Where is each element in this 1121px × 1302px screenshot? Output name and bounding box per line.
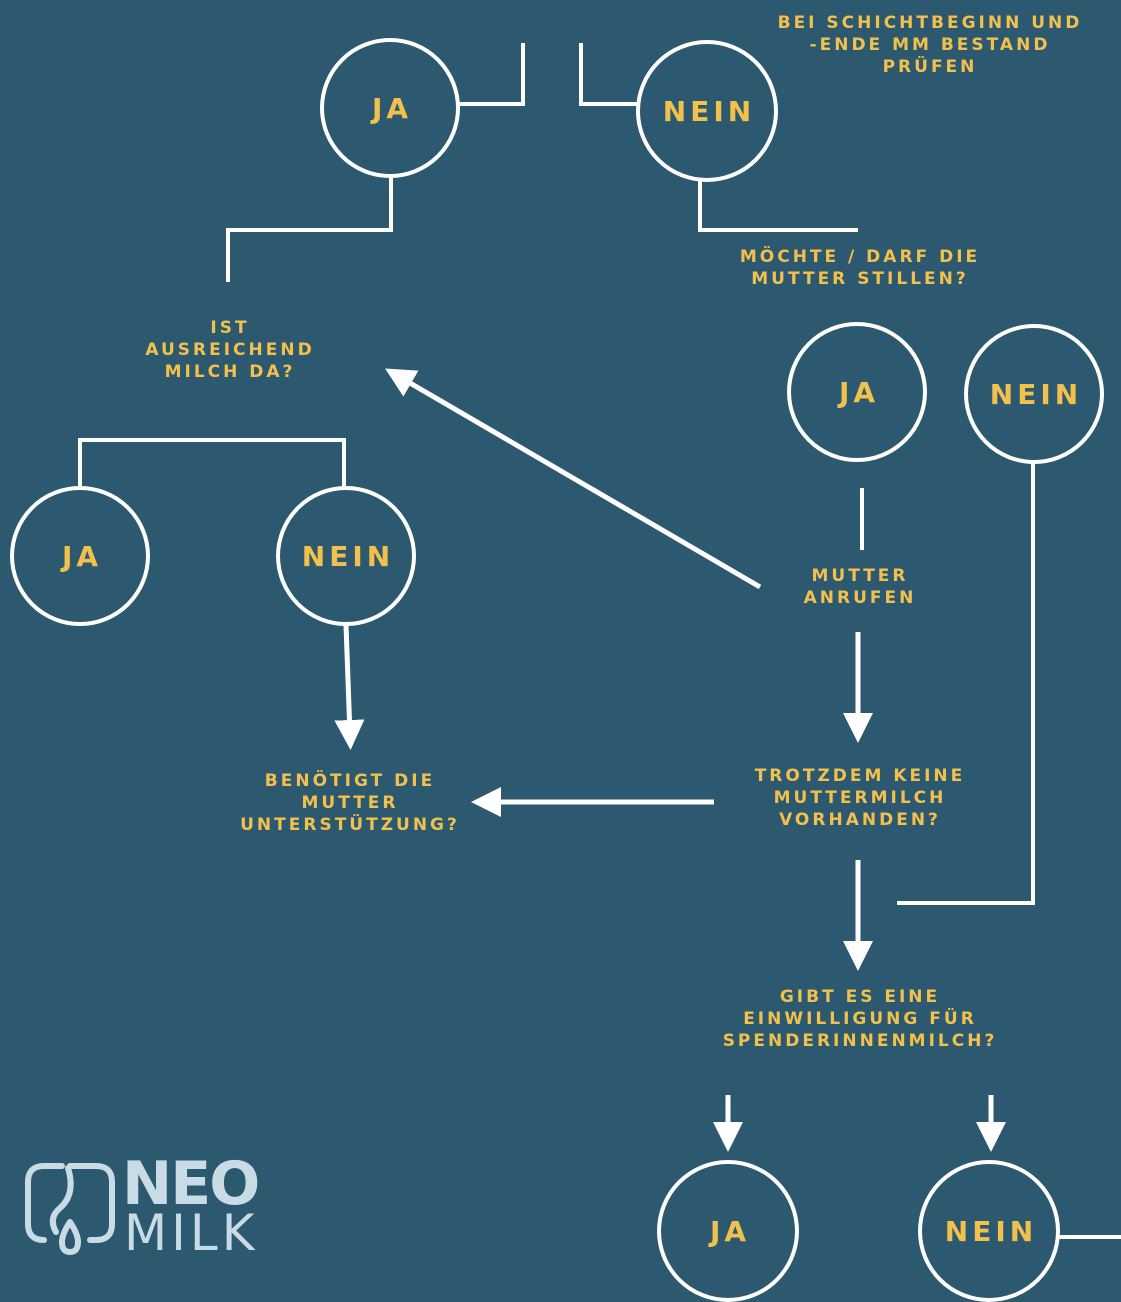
node-top-yes-label: JA [371,91,413,125]
node-milk-yes-label: JA [61,539,103,573]
node-milk-yes: JA [10,486,150,626]
connector-milk-split [78,438,346,488]
logo-text-milk: MILK [124,1204,259,1262]
node-stillen-no-label: NEIN [989,377,1083,411]
question-support-needed: BENÖTIGT DIE MUTTER UNTERSTÜTZUNG? [240,771,460,835]
arrow-anrufen-to-milk-question [385,368,762,590]
connector-top-no [579,43,640,106]
connector-ja-to-milk-question [226,174,393,282]
question-still-no-milk: TROTZDEM KEINE MUTTERMILCH VORHANDEN? [754,766,966,830]
node-milk-no: NEIN [276,486,416,626]
question-donor-consent: GIBT ES EINE EINWILLIGUNG FÜR SPENDERINN… [722,987,998,1051]
logo-text-neo: NEO [122,1149,260,1219]
arrow-milk-nein-to-support [334,624,365,750]
node-stillen-yes-label: JA [838,375,880,409]
question-enough-milk: IST AUSREICHEND MILCH DA? [145,318,315,382]
connector-nein-to-stillen-question [698,178,858,232]
top-note: BEI SCHICHTBEGINN UND -ENDE MM BESTAND P… [777,13,1083,77]
node-donor-no-label: NEIN [944,1214,1038,1248]
connector-top-yes [456,43,525,106]
connector-stillen-nein-long [897,460,1035,905]
node-donor-no: NEIN [918,1160,1060,1302]
breast-milk-drop-icon [25,1163,115,1255]
node-top-no: NEIN [636,40,778,182]
node-top-no-label: NEIN [662,94,756,128]
node-stillen-no: NEIN [964,324,1104,464]
node-top-yes: JA [320,38,460,178]
node-milk-no-label: NEIN [301,539,395,573]
node-donor-yes-label: JA [709,1214,751,1248]
node-stillen-yes: JA [787,322,927,462]
node-donor-yes: JA [657,1160,799,1302]
step-call-mother: MUTTER ANRUFEN [803,566,917,608]
question-mother-breastfeed: MÖCHTE / DARF DIE MUTTER STILLEN? [739,247,981,289]
neomilk-logo: NEO MILK [22,1154,292,1268]
